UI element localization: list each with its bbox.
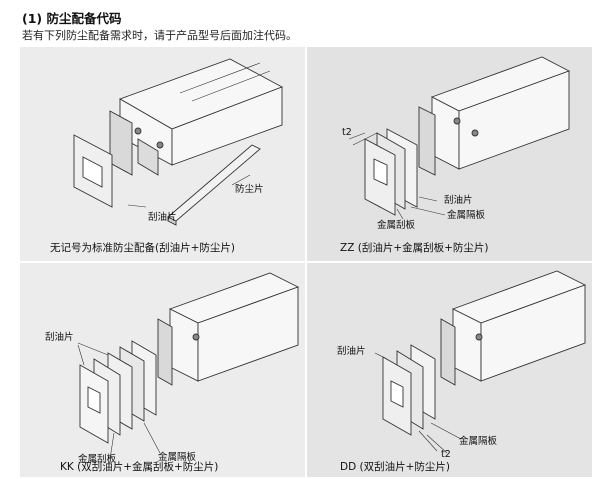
zz-drawing	[348, 56, 571, 220]
label-scraper: 刮油片	[148, 212, 177, 223]
label-scraper: 刮油片	[337, 346, 366, 357]
standard-drawing	[73, 58, 284, 226]
figure-grid: 防尘片 刮油片 无记号为标准防尘配备(刮油片+防尘片)	[20, 47, 592, 477]
caption-standard: 无记号为标准防尘配备(刮油片+防尘片)	[50, 242, 235, 254]
dd-drawing	[374, 270, 587, 454]
label-metal-spacer: 金属隔板	[459, 436, 498, 447]
panel-standard: 防尘片 刮油片 无记号为标准防尘配备(刮油片+防尘片)	[20, 47, 305, 261]
label-dust-strip: 防尘片	[235, 184, 264, 195]
panel-zz: t2 刮油片 金属隔板 金属刮板 ZZ (刮油片+金属刮板+防尘片)	[307, 47, 592, 261]
label-t2: t2	[441, 449, 451, 460]
label-scraper: 刮油片	[45, 332, 74, 343]
label-metal-scraper: 金属刮板	[78, 454, 117, 465]
panel-dd: 刮油片 金属隔板 t2 DD (双刮油片+防尘片)	[307, 263, 592, 477]
label-t2: t2	[342, 127, 352, 138]
caption-dd: DD (双刮油片+防尘片)	[340, 461, 450, 473]
kk-drawing	[77, 272, 300, 460]
intro-text: 若有下列防尘配备需求时，请于产品型号后面加注代码。	[22, 29, 297, 42]
label-scraper: 刮油片	[444, 195, 473, 206]
label-metal-scraper: 金属刮板	[377, 220, 416, 231]
label-metal-spacer: 金属隔板	[447, 210, 486, 221]
section-heading: (1) 防尘配备代码	[22, 11, 122, 26]
panel-kk: 刮油片 金属刮板 金属隔板 KK (双刮油片+金属刮板+防尘片)	[20, 263, 305, 477]
caption-zz: ZZ (刮油片+金属刮板+防尘片)	[340, 242, 489, 254]
label-metal-spacer: 金属隔板	[158, 452, 197, 463]
caption-kk: KK (双刮油片+金属刮板+防尘片)	[60, 461, 219, 473]
